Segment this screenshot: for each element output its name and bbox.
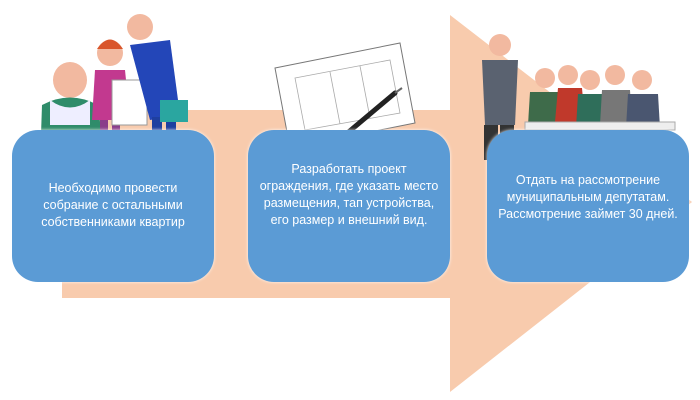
step-2-text: Разработать проект ограждения, где указа…	[259, 162, 439, 227]
step-3-text: Отдать на рассмотрение муниципальным деп…	[498, 173, 678, 221]
council-meeting-clipart	[482, 34, 676, 160]
step-3-box: Отдать на рассмотрение муниципальным деп…	[487, 130, 689, 282]
step-1-box: Необходимо провести собрание с остальным…	[12, 130, 214, 282]
step-1-text: Необходимо провести собрание с остальным…	[41, 181, 185, 229]
step-2-box: Разработать проект ограждения, где указа…	[248, 130, 450, 282]
